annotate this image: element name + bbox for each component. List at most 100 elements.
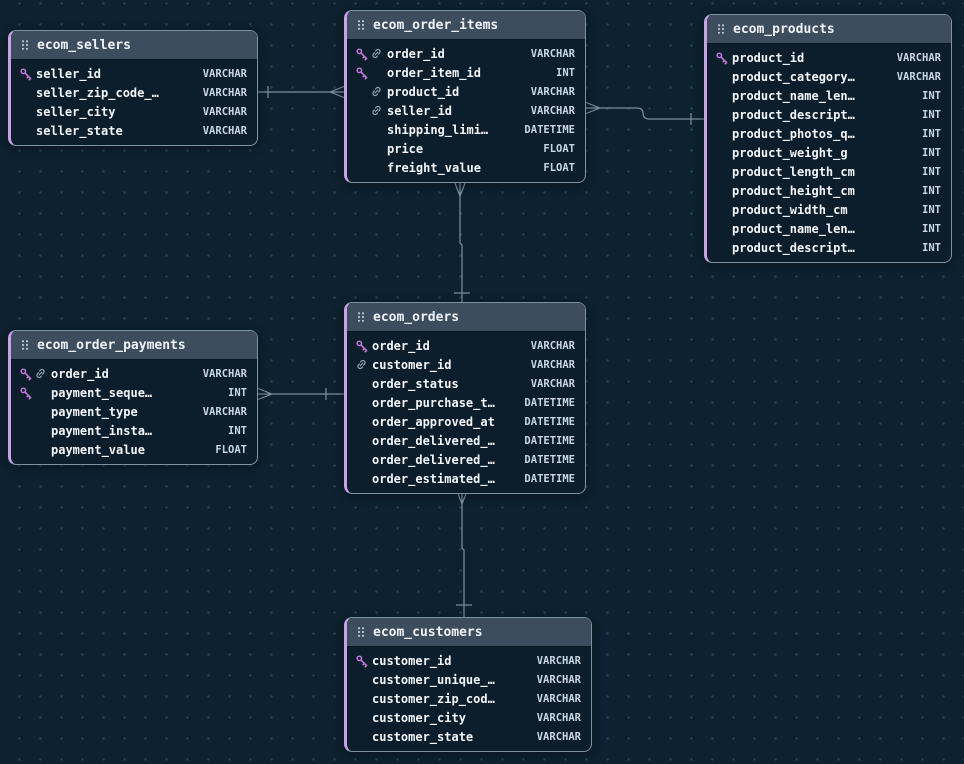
field-row[interactable]: order_estimated_…DATETIME [347, 469, 585, 488]
field-type: DATETIME [524, 453, 575, 466]
drag-handle-icon[interactable] [357, 19, 365, 31]
field-type: VARCHAR [536, 673, 581, 686]
field-type: DATETIME [524, 434, 575, 447]
field-row[interactable]: shipping_limi…DATETIME [347, 120, 585, 139]
field-row[interactable]: product_descript…INT [707, 105, 951, 124]
field-type: VARCHAR [536, 654, 581, 667]
field-name: order_status [372, 376, 459, 391]
table-header[interactable]: ecom_order_payments [11, 331, 257, 360]
field-type: INT [922, 203, 941, 216]
icon-spacer [354, 160, 369, 175]
table-header[interactable]: ecom_order_items [347, 11, 585, 40]
field-row[interactable]: payment_insta…INT [11, 421, 257, 440]
icon-spacer [354, 729, 369, 744]
field-row[interactable]: customer_zip_cod…VARCHAR [347, 689, 591, 708]
field-row[interactable]: order_delivered_…DATETIME [347, 431, 585, 450]
drag-handle-icon[interactable] [717, 23, 725, 35]
key-icon [18, 366, 33, 381]
icon-spacer [714, 164, 729, 179]
field-row[interactable]: product_name_len…INT [707, 219, 951, 238]
field-row[interactable]: product_name_len…INT [707, 86, 951, 105]
table-title: ecom_customers [373, 624, 483, 640]
relationship-ecom_order_items-ecom_sellers[interactable] [258, 85, 345, 99]
table-header[interactable]: ecom_products [707, 15, 951, 44]
field-type: FLOAT [215, 443, 247, 456]
field-name: order_purchase_t… [372, 395, 495, 410]
field-row[interactable]: product_descript…INT [707, 238, 951, 257]
relationship-ecom_order_items-ecom_products[interactable] [585, 101, 704, 126]
field-name: order_id [51, 366, 109, 381]
table-header[interactable]: ecom_sellers [11, 31, 257, 60]
field-name: customer_id [372, 653, 452, 668]
icon-spacer [354, 376, 369, 391]
relationship-ecom_orders-ecom_customers[interactable] [455, 489, 472, 617]
field-row[interactable]: product_category…VARCHAR [707, 67, 951, 86]
table-header[interactable]: ecom_customers [347, 618, 591, 647]
field-type: VARCHAR [202, 124, 247, 137]
field-type: DATETIME [524, 472, 575, 485]
icon-spacer [714, 240, 729, 255]
field-name: customer_id [372, 357, 452, 372]
key-icon [18, 66, 33, 81]
field-name: product_descript… [732, 107, 855, 122]
field-row[interactable]: customer_unique_…VARCHAR [347, 670, 591, 689]
drag-handle-icon[interactable] [21, 339, 29, 351]
key-icon [714, 50, 729, 65]
icon-spacer [33, 385, 48, 400]
icon-spacer [354, 452, 369, 467]
field-row[interactable]: product_photos_q…INT [707, 124, 951, 143]
drag-handle-icon[interactable] [357, 626, 365, 638]
crow-foot-many-marker [453, 181, 467, 197]
field-row[interactable]: order_delivered_…DATETIME [347, 450, 585, 469]
field-row[interactable]: order_purchase_t…DATETIME [347, 393, 585, 412]
field-type: VARCHAR [202, 67, 247, 80]
field-name: product_category… [732, 69, 855, 84]
field-row[interactable]: seller_zip_code_…VARCHAR [11, 83, 257, 102]
field-type: INT [922, 146, 941, 159]
relationship-ecom_order_items-ecom_orders[interactable] [453, 181, 470, 302]
icon-spacer [18, 423, 33, 438]
icon-spacer [369, 65, 384, 80]
relationship-ecom_order_payments-ecom_orders[interactable] [257, 387, 344, 401]
icon-spacer [18, 404, 33, 419]
field-name: customer_zip_cod… [372, 691, 495, 706]
field-row[interactable]: customer_id VARCHAR [347, 651, 591, 670]
field-type: VARCHAR [896, 51, 941, 64]
field-row[interactable]: payment_seque…INT [11, 383, 257, 402]
field-type: INT [922, 184, 941, 197]
drag-handle-icon[interactable] [21, 39, 29, 51]
drag-handle-icon[interactable] [357, 311, 365, 323]
table-header[interactable]: ecom_orders [347, 303, 585, 332]
